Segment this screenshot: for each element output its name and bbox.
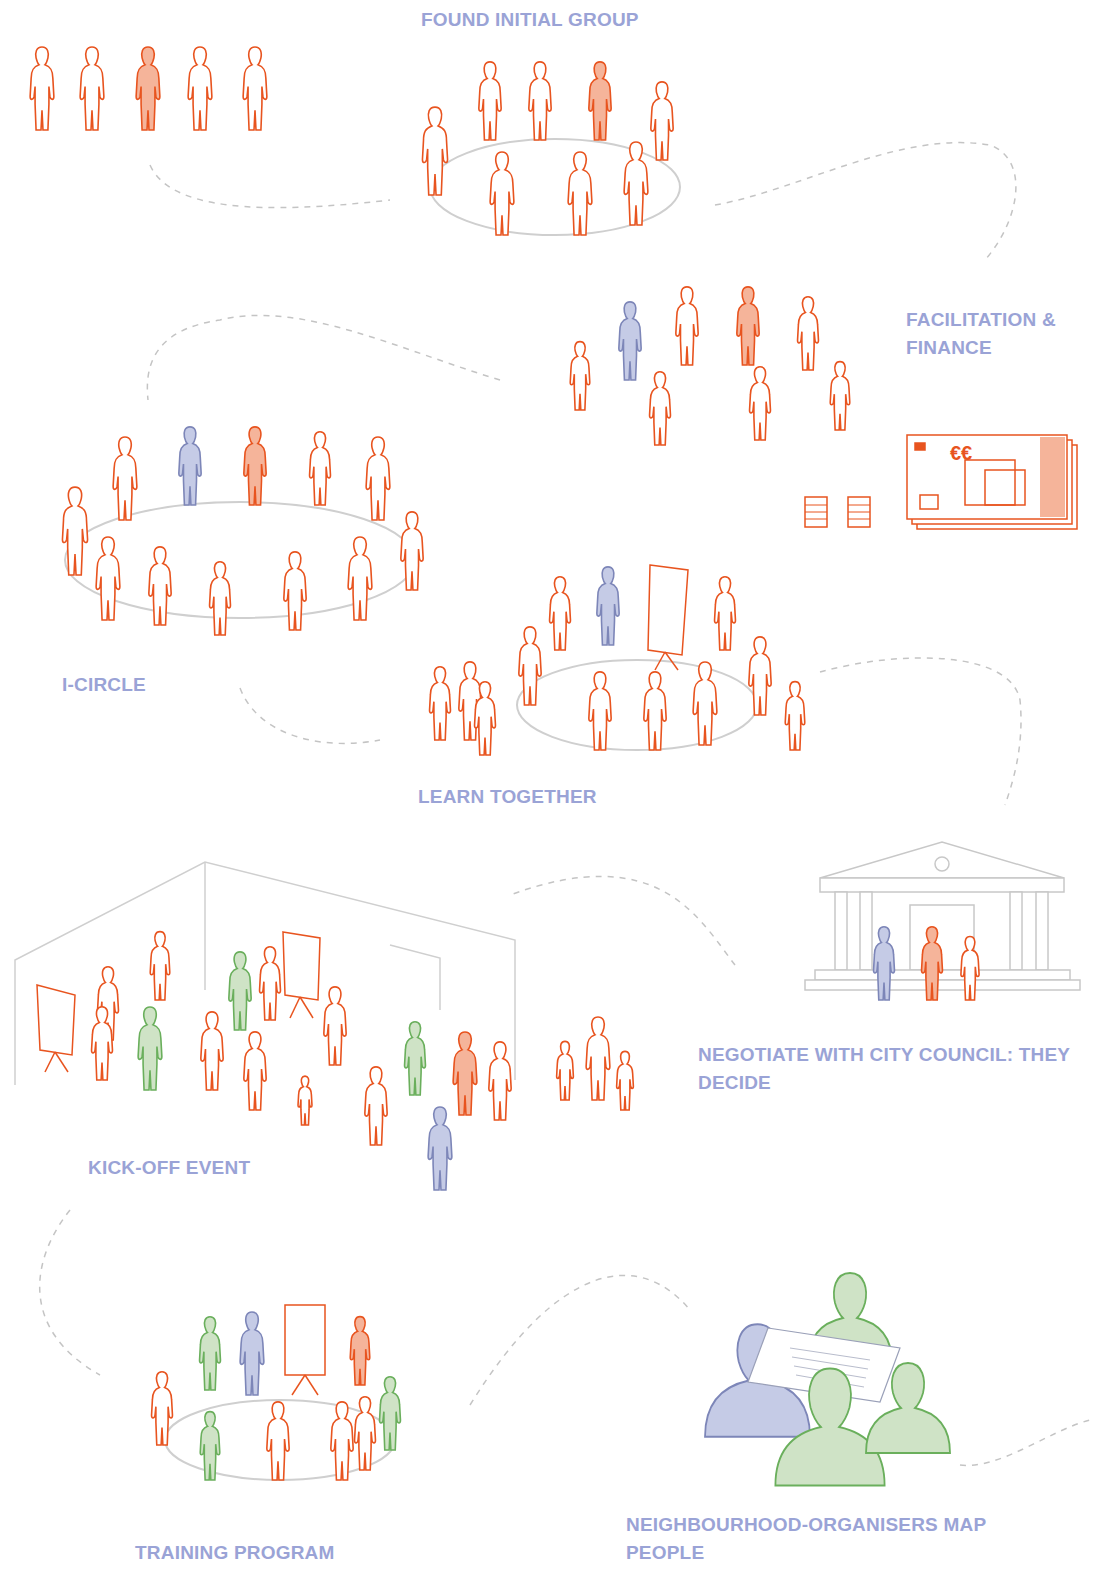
person-figure [475, 682, 496, 755]
person-figure [422, 107, 447, 195]
person-figure [229, 952, 251, 1030]
person-figure [570, 342, 590, 410]
currency-mark: €€ [950, 442, 1010, 464]
person-figure [243, 47, 267, 130]
person-figure [365, 1067, 387, 1145]
person-figure [589, 672, 611, 750]
person-figure [830, 362, 850, 430]
person-figure [490, 152, 514, 235]
person-figure [798, 297, 819, 370]
person-figure [597, 567, 619, 645]
person-figure [380, 1377, 401, 1450]
person-figure [366, 437, 390, 520]
person-figure [179, 427, 201, 505]
stage-label: FACILITATION & FINANCE [906, 306, 1084, 362]
person-figure [260, 947, 281, 1020]
person-figure [138, 1007, 162, 1090]
person-figure [310, 432, 331, 505]
person-figure [92, 1007, 113, 1080]
person-figure [430, 667, 451, 740]
person-figure [693, 662, 717, 745]
person-figure [200, 1412, 220, 1480]
person-figure [619, 302, 641, 380]
person-figure [589, 62, 611, 140]
stage-label: FOUND INITIAL GROUP [421, 6, 701, 34]
person-figure [617, 1051, 634, 1110]
person-figure [324, 987, 346, 1065]
circle-ground [65, 139, 757, 1480]
person-figure [244, 427, 266, 505]
person-figure [737, 287, 759, 365]
person-figure [355, 1397, 376, 1470]
map-group [705, 1273, 950, 1486]
stage-label: NEIGHBOURHOOD-ORGANISERS MAP PEOPLE [626, 1511, 1026, 1567]
person-figure [348, 537, 372, 620]
person-figure [240, 1312, 264, 1395]
person-figure [80, 47, 104, 130]
stage-label: TRAINING PROGRAM [135, 1539, 395, 1567]
person-figure [676, 287, 698, 365]
stage-label: LEARN TOGETHER [418, 783, 658, 811]
person-figure [650, 372, 671, 445]
person-figure [651, 82, 673, 160]
room-walls [15, 862, 515, 1085]
people [30, 47, 979, 1480]
person-figure [749, 637, 771, 715]
person-figure [284, 552, 306, 630]
person-figure [785, 682, 805, 750]
person-figure [201, 1012, 223, 1090]
person-figure [188, 47, 212, 130]
person-figure [136, 47, 160, 130]
person-figure [750, 367, 771, 440]
person-figure [244, 1032, 266, 1110]
person-figure [550, 577, 571, 650]
person-figure [298, 1076, 312, 1125]
person-figure [152, 1372, 173, 1445]
person-figure [568, 152, 592, 235]
person-figure [529, 62, 551, 140]
person-figure [557, 1041, 574, 1100]
person-figure [210, 562, 231, 635]
person-figure [113, 437, 137, 520]
person-figure [331, 1402, 353, 1480]
person-bust [866, 1363, 950, 1453]
person-figure [489, 1042, 511, 1120]
person-figure [149, 547, 171, 625]
person-figure [150, 932, 170, 1000]
flipchart [37, 565, 688, 1395]
stage-label: NEGOTIATE WITH CITY COUNCIL: THEY DECIDE [698, 1041, 1098, 1097]
person-figure [874, 927, 895, 1000]
person-figure [428, 1107, 452, 1190]
person-figure [401, 512, 423, 590]
person-figure [350, 1317, 370, 1385]
path-line [40, 143, 1090, 1466]
person-figure [479, 62, 501, 140]
person-figure [405, 1022, 426, 1095]
person-figure [586, 1017, 610, 1100]
stage-label: KICK-OFF EVENT [88, 1154, 308, 1182]
person-figure [30, 47, 54, 130]
stage-label: I-CIRCLE [62, 671, 222, 699]
person-bust [775, 1369, 884, 1486]
person-figure [715, 577, 736, 650]
money [805, 435, 1077, 529]
person-figure [200, 1317, 221, 1390]
person-figure [267, 1402, 289, 1480]
person-figure [922, 927, 943, 1000]
person-figure [453, 1032, 477, 1115]
person-figure [96, 537, 120, 620]
person-figure [644, 672, 666, 750]
person-figure [62, 487, 87, 575]
person-figure [961, 937, 979, 1000]
person-figure [519, 627, 541, 705]
person-figure [624, 142, 648, 225]
